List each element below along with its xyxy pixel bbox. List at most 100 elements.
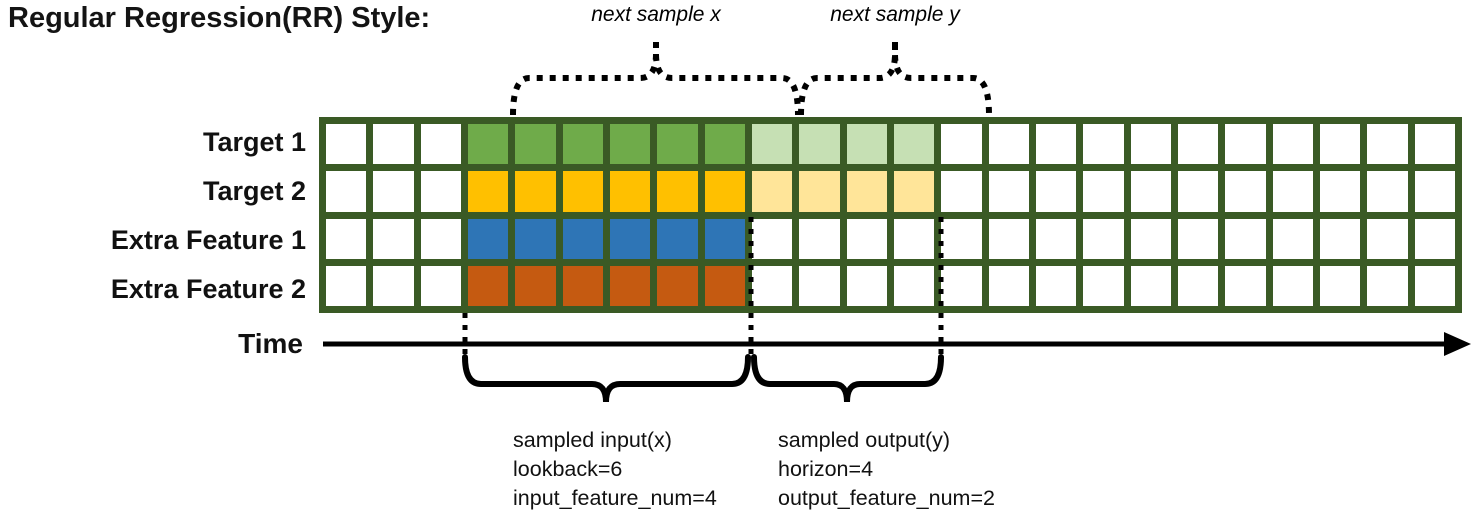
grid-cell [799,265,840,306]
grid-cell [609,218,651,259]
grid-cell [751,218,793,259]
grid-cell [420,171,461,212]
grid-cell [373,218,414,259]
grid-cell [988,171,1029,212]
grid-cell [326,124,367,165]
grid-cell [467,171,509,212]
grid-cell [1225,218,1266,259]
grid-cell [657,171,698,212]
output-feature-num-value: output_feature_num=2 [778,486,995,510]
grid-cell [515,218,556,259]
grid-cell [562,124,603,165]
grid-cell [846,124,887,165]
grid-cell [799,218,840,259]
grid-cell [1319,171,1361,212]
grid-cell [467,218,509,259]
grid-cell [1225,171,1266,212]
grid-cell [326,218,367,259]
grid-cell [1367,171,1408,212]
grid-cell [988,124,1029,165]
grid-cell [1130,171,1171,212]
grid-cell [1319,124,1361,165]
grid-cell [988,265,1029,306]
grid-cell [1130,124,1171,165]
grid-cell [1414,124,1455,165]
grid-cell [467,265,509,306]
grid-cell [846,171,887,212]
grid-cell [1130,265,1171,306]
grid-cell [1367,218,1408,259]
grid-cell [893,171,935,212]
grid-cell [515,124,556,165]
grid-cell [799,171,840,212]
grid-cell [751,124,793,165]
grid-cell [941,124,982,165]
grid-cell [1083,171,1124,212]
grid-cell [326,265,367,306]
grid-cell [467,124,509,165]
grid-cell [893,265,935,306]
grid-cell [373,171,414,212]
next-sample-x-brace [510,42,801,116]
grid-cell [657,265,698,306]
sampled-output-title: sampled output(y) [778,428,951,452]
grid-cell [1035,218,1077,259]
time-axis-label: Time [238,328,303,359]
grid-cell [1035,171,1077,212]
grid-cell [704,265,745,306]
row-label-extra-feature-1: Extra Feature 1 [110,225,306,255]
grid-cell [1035,265,1077,306]
sampling-grid [319,117,1462,313]
grid-cell [1130,218,1171,259]
grid-cell [751,171,793,212]
sampled-input-brace [462,354,751,403]
grid-cell [373,265,414,306]
grid-cell [988,218,1029,259]
grid-cell [1272,265,1313,306]
grid-cell [562,265,603,306]
grid-cell [420,265,461,306]
grid-cell [1225,124,1266,165]
grid-cell [941,171,982,212]
grid-cell [1225,265,1266,306]
grid-cell [704,218,745,259]
grid-cell [704,171,745,212]
horizon-value: horizon=4 [778,457,874,481]
grid-cell [420,218,461,259]
grid-cell [515,265,556,306]
grid-cell [1414,265,1455,306]
grid-cell [893,124,935,165]
grid-cell [1272,124,1313,165]
grid-cell [751,265,793,306]
lookback-value: lookback=6 [513,457,623,481]
row-label-target-2: Target 2 [202,176,306,206]
grid-cell [704,124,745,165]
grid-cell [609,265,651,306]
grid-cell [893,218,935,259]
grid-cell [326,171,367,212]
grid-cell [609,171,651,212]
grid-cell [1083,218,1124,259]
grid-cell [1083,265,1124,306]
grid-cell [562,218,603,259]
grid-cell [1177,171,1219,212]
input-feature-num-value: input_feature_num=4 [513,486,717,510]
grid-cell [1177,218,1219,259]
grid-cell [1414,218,1455,259]
grid-cell [373,124,414,165]
grid-cell [1035,124,1077,165]
next-sample-y-brace [798,42,992,116]
grid-cell [515,171,556,212]
grid-cell [846,265,887,306]
next-sample-y-label: next sample y [830,3,960,26]
grid-cell [941,265,982,306]
grid-cell [657,124,698,165]
next-sample-x-label: next sample x [591,3,721,26]
grid-cell [420,124,461,165]
grid-cell [1414,171,1455,212]
grid-cell [1319,218,1361,259]
grid-cell [1367,265,1408,306]
grid-cell [1272,171,1313,212]
grid-cell [1367,124,1408,165]
